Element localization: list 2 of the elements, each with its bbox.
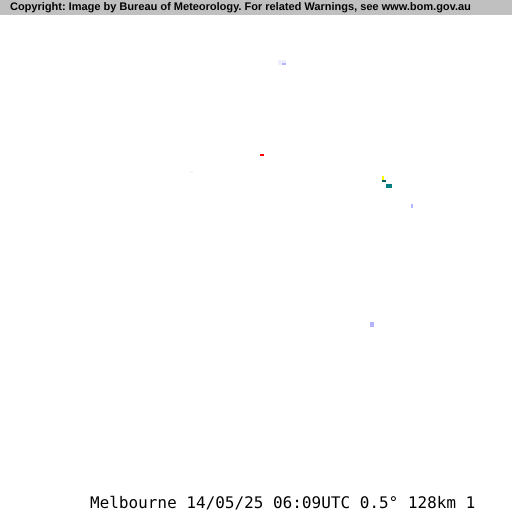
radar-info-caption: Melbourne 14/05/25 06:09UTC 0.5° 128km 1 xyxy=(90,493,476,512)
copyright-notice: Copyright: Image by Bureau of Meteorology. For related Warnings, see www.bom.gov.au xyxy=(10,1,471,13)
